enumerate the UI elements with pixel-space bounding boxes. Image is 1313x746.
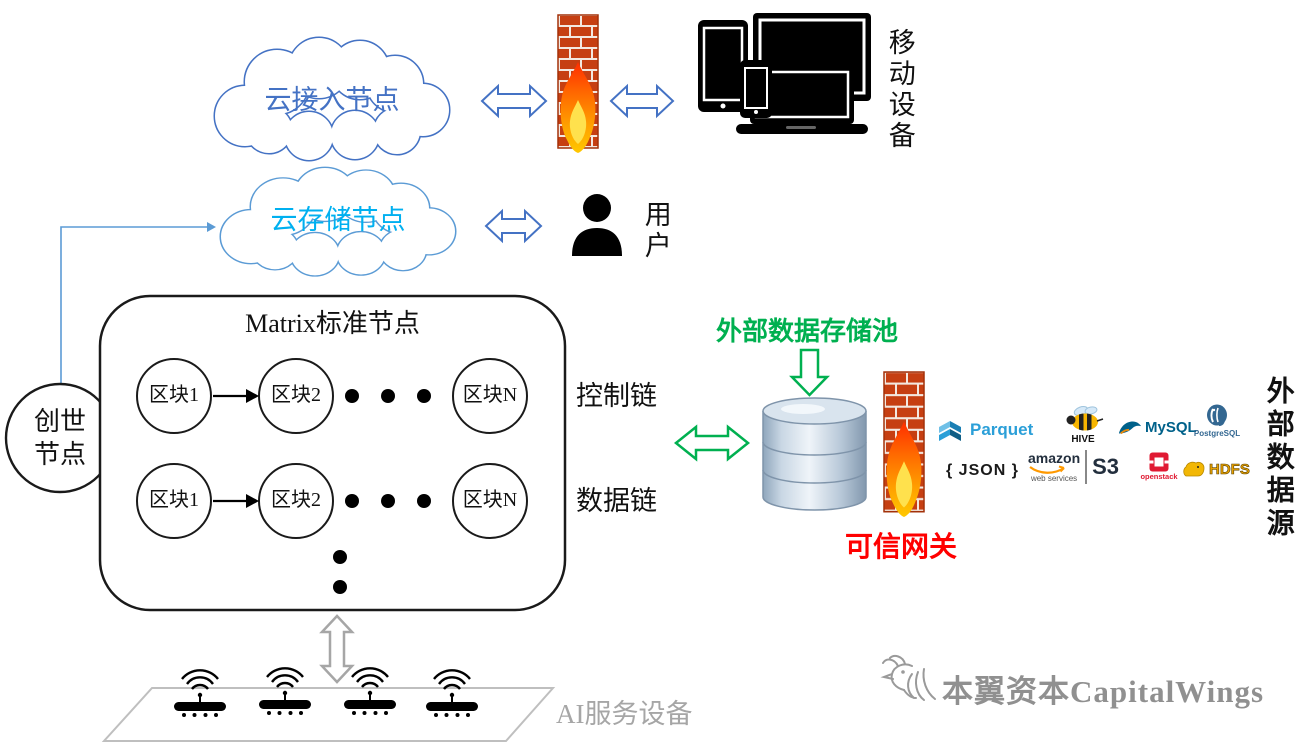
matrix-title: Matrix标准节点 bbox=[245, 309, 420, 338]
amazon-label: amazon bbox=[1028, 450, 1081, 466]
data-chain-label: 数据链 bbox=[576, 486, 657, 516]
vertical-dots bbox=[333, 550, 347, 594]
logo-amazon-s3: amazon web services S3 bbox=[1028, 450, 1119, 484]
block-label: 区块1 bbox=[149, 489, 199, 511]
hive-bee-icon bbox=[1066, 406, 1104, 431]
logo-json: { JSON } bbox=[946, 462, 1019, 479]
openstack-label: openstack bbox=[1140, 472, 1178, 481]
cloud-storage-label: 云存储节点 bbox=[270, 205, 406, 235]
hdfs-label: HDFS bbox=[1209, 460, 1250, 478]
trusted-gateway-label: 可信网关 bbox=[845, 532, 958, 563]
green-double-arrow-icon bbox=[673, 424, 751, 462]
firewall-icon bbox=[557, 14, 599, 154]
hdfs-elephant-icon bbox=[1183, 461, 1205, 477]
user-icon bbox=[572, 194, 622, 256]
green-down-arrow-icon bbox=[789, 348, 830, 397]
vertical-double-arrow-icon bbox=[319, 614, 355, 684]
user-label: 用户 bbox=[640, 200, 671, 262]
logo-postgresql: PostgreSQL bbox=[1190, 403, 1244, 438]
parquet-icon bbox=[939, 421, 961, 441]
external-pool-label: 外部数据存储池 bbox=[715, 317, 898, 346]
router-icon bbox=[424, 669, 480, 719]
double-arrow-icon bbox=[484, 208, 543, 244]
divider bbox=[1085, 450, 1088, 484]
capitalwings-logo-icon bbox=[880, 655, 936, 701]
logo-hive: HIVE bbox=[1052, 404, 1114, 445]
platform-shape bbox=[101, 687, 556, 742]
database-icon bbox=[762, 397, 867, 511]
ai-devices-label: AI服务设备 bbox=[556, 699, 693, 729]
s3-label: S3 bbox=[1092, 454, 1120, 479]
hive-label: HIVE bbox=[1071, 434, 1095, 445]
mobile-devices-label: 移动设备 bbox=[884, 28, 915, 152]
logo-parquet: Parquet bbox=[938, 418, 1033, 442]
block-label: 区块N bbox=[462, 384, 518, 406]
postgresql-elephant-icon bbox=[1207, 404, 1227, 426]
openstack-icon bbox=[1149, 452, 1169, 472]
block-label: 区块2 bbox=[271, 384, 321, 406]
genesis-connector-line bbox=[60, 222, 216, 384]
double-arrow-icon bbox=[480, 83, 548, 119]
amazon-sub-label: web services bbox=[1030, 474, 1078, 483]
router-icon bbox=[342, 667, 398, 717]
external-source-label: 外部数据源 bbox=[1262, 376, 1294, 541]
router-icon bbox=[172, 669, 228, 719]
genesis-node-label: 创世节点 bbox=[33, 407, 86, 469]
block-label: 区块2 bbox=[271, 489, 321, 511]
mysql-label: MySQL bbox=[1145, 418, 1197, 436]
postgresql-label: PostgreSQL bbox=[1193, 429, 1241, 438]
control-chain-label: 控制链 bbox=[576, 381, 657, 411]
logo-openstack: openstack bbox=[1136, 452, 1182, 481]
watermark-text: 本翼资本CapitalWings bbox=[942, 674, 1265, 709]
logo-mysql: MySQL bbox=[1118, 418, 1197, 436]
block-label: 区块N bbox=[462, 489, 518, 511]
block-label: 区块1 bbox=[149, 384, 199, 406]
amazon-smile-icon bbox=[1029, 465, 1065, 474]
gateway-firewall-icon bbox=[883, 371, 925, 518]
mobile-devices-icon bbox=[698, 13, 871, 134]
mysql-dolphin-icon bbox=[1118, 421, 1142, 435]
double-arrow-icon bbox=[609, 83, 675, 119]
cloud-access-label: 云接入节点 bbox=[264, 85, 400, 115]
logo-hdfs: HDFS bbox=[1182, 460, 1250, 478]
router-icon bbox=[257, 667, 313, 717]
parquet-label: Parquet bbox=[970, 420, 1034, 439]
matrix-box-shape bbox=[98, 294, 567, 612]
